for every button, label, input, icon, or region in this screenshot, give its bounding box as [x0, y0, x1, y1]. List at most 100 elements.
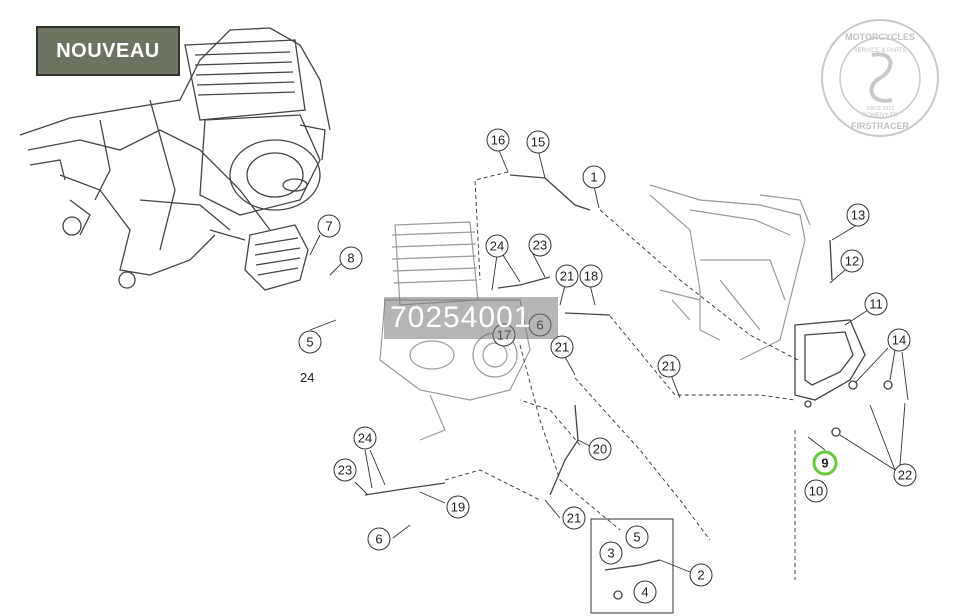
callout-circle: [812, 450, 838, 476]
callout-number: 23: [533, 238, 547, 253]
callout-circle: [625, 525, 649, 549]
callout-number: 21: [560, 269, 574, 284]
callout-circle: [579, 264, 603, 288]
callout-19: 19: [446, 495, 470, 519]
logo-text-service: SERVICE & PARTS: [853, 48, 906, 54]
callout-number: 20: [593, 442, 607, 457]
callout-1: 1: [582, 165, 606, 189]
callout-number: 23: [338, 463, 352, 478]
callout-11: 11: [864, 292, 888, 316]
firstracer-logo: MOTORCYCLES SERVICE & PARTS SINCE 2013 R…: [821, 19, 939, 137]
callout-number: 22: [898, 468, 912, 483]
callout-15: 15: [526, 130, 550, 154]
callout-circle: [840, 249, 864, 273]
logo-text-brand: FIRSTRACER: [851, 121, 909, 131]
callout-2: 2: [689, 563, 713, 587]
routing-lines: [444, 171, 799, 580]
callout-5: 5: [298, 330, 322, 354]
callout-number: 18: [584, 269, 598, 284]
callout-8: 8: [339, 246, 363, 270]
callout-number: 21: [662, 359, 676, 374]
callout-circle: [562, 506, 586, 530]
callout-23: 23: [333, 458, 357, 482]
callout-number: 19: [451, 500, 465, 515]
callout-number: 3: [607, 546, 614, 561]
callout-5: 5: [625, 525, 649, 549]
callout-24: 24: [485, 234, 509, 258]
callout-number: 7: [325, 219, 332, 234]
callout-circle: [633, 580, 657, 604]
callout-21: 21: [562, 506, 586, 530]
loose-label: 24: [300, 370, 315, 385]
callout-circle: [367, 527, 391, 551]
callout-circle: [485, 234, 509, 258]
callout-circle: [339, 246, 363, 270]
callout-6: 6: [367, 527, 391, 551]
leader-lines: [309, 147, 909, 573]
callout-circle: [446, 495, 470, 519]
callout-circle: [526, 130, 550, 154]
callout-23: 23: [528, 233, 552, 257]
callout-number: 1: [590, 170, 597, 185]
callout-circle: [887, 328, 911, 352]
callout-number: 2: [697, 568, 704, 583]
callout-number: 9: [821, 456, 828, 471]
logo-text-location: ROMENY-FR: [862, 113, 898, 119]
callout-circle: [528, 233, 552, 257]
callout-number: 14: [892, 333, 906, 348]
callout-circle: [657, 354, 681, 378]
callout-number: 21: [555, 340, 569, 355]
sub-assembly-box: [590, 518, 674, 614]
callout-14: 14: [887, 328, 911, 352]
logo-text-since: SINCE 2013: [866, 106, 894, 112]
callout-4: 4: [633, 580, 657, 604]
callout-number: 6: [375, 532, 382, 547]
callout-9: 9: [812, 450, 838, 476]
callout-number: 13: [851, 208, 865, 223]
callout-10: 10: [804, 479, 828, 503]
new-badge: NOUVEAU: [36, 26, 180, 76]
logo-text-top: MOTORCYCLES: [845, 32, 915, 42]
callout-number: 5: [306, 335, 313, 350]
callout-3: 3: [599, 541, 623, 565]
callout-22: 22: [893, 463, 917, 487]
callout-number: 4: [641, 585, 648, 600]
callout-circle: [486, 128, 510, 152]
callout-number: 24: [490, 239, 504, 254]
callout-number: 8: [347, 251, 354, 266]
callout-circle: [893, 463, 917, 487]
callout-21: 21: [550, 335, 574, 359]
callout-18: 18: [579, 264, 603, 288]
callout-16: 16: [486, 128, 510, 152]
callout-circle: [864, 292, 888, 316]
callout-number: 15: [531, 135, 545, 150]
callout-number: 24: [358, 431, 372, 446]
hoses-and-fittings: [364, 174, 661, 600]
engine-guard-bracket: [794, 239, 893, 437]
callout-21: 21: [657, 354, 681, 378]
callout-number: 5: [633, 530, 640, 545]
callout-number: 10: [809, 484, 823, 499]
bare-frame-illustration: [649, 184, 811, 361]
callout-number: 12: [845, 254, 859, 269]
callout-circle: [846, 203, 870, 227]
callout-circle: [550, 335, 574, 359]
callout-circle: [353, 426, 377, 450]
callout-circle: [804, 479, 828, 503]
callout-24: 24: [353, 426, 377, 450]
callout-circle: [599, 541, 623, 565]
callout-7: 7: [317, 214, 341, 238]
callout-21: 21: [555, 264, 579, 288]
reference-overlay: 70254001: [384, 297, 558, 339]
assembled-frame-illustration: [19, 27, 331, 291]
callouts: 1615178524232118176212113121114202423192…: [298, 128, 917, 604]
callout-number: 16: [491, 133, 505, 148]
callout-circle: [298, 330, 322, 354]
callout-number: 21: [567, 511, 581, 526]
callout-20: 20: [588, 437, 612, 461]
callout-circle: [555, 264, 579, 288]
callout-circle: [689, 563, 713, 587]
callout-circle: [333, 458, 357, 482]
callout-circle: [588, 437, 612, 461]
callout-circle: [317, 214, 341, 238]
